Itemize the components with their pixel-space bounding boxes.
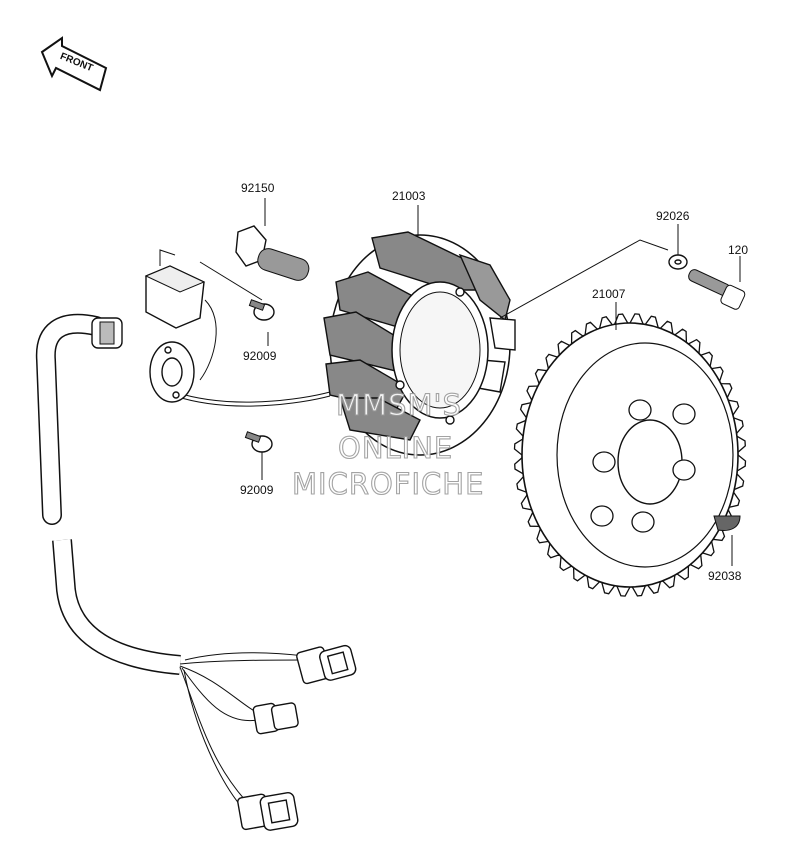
rotor-gear (513, 313, 747, 597)
callout-92150: 92150 (241, 181, 275, 195)
leader-lines (199, 198, 741, 566)
woodruff-key (713, 515, 741, 531)
callout-92009-lower: 92009 (240, 483, 274, 497)
rotor-bolt (688, 269, 746, 310)
stator-bolt (235, 225, 310, 281)
callout-92038: 92038 (708, 569, 742, 583)
screw-lower (244, 431, 273, 453)
callout-21003: 21003 (392, 189, 426, 203)
watermark-line-3: MICROFICHE (292, 467, 484, 501)
callout-120: 120 (728, 243, 748, 257)
watermark: MMSM'S ONLINE MICROFICHE (291, 387, 484, 501)
stator-assembly (323, 231, 516, 456)
washer (668, 254, 688, 270)
watermark-line-1: MMSM'S (336, 388, 462, 422)
screw-upper (248, 299, 275, 321)
callout-92026: 92026 (656, 209, 690, 223)
callout-92009-upper: 92009 (243, 349, 277, 363)
callout-21007: 21007 (592, 287, 626, 301)
wire-harness (35, 249, 357, 831)
watermark-line-2: ONLINE (338, 431, 453, 465)
front-arrow-icon: FRONT (40, 36, 108, 92)
